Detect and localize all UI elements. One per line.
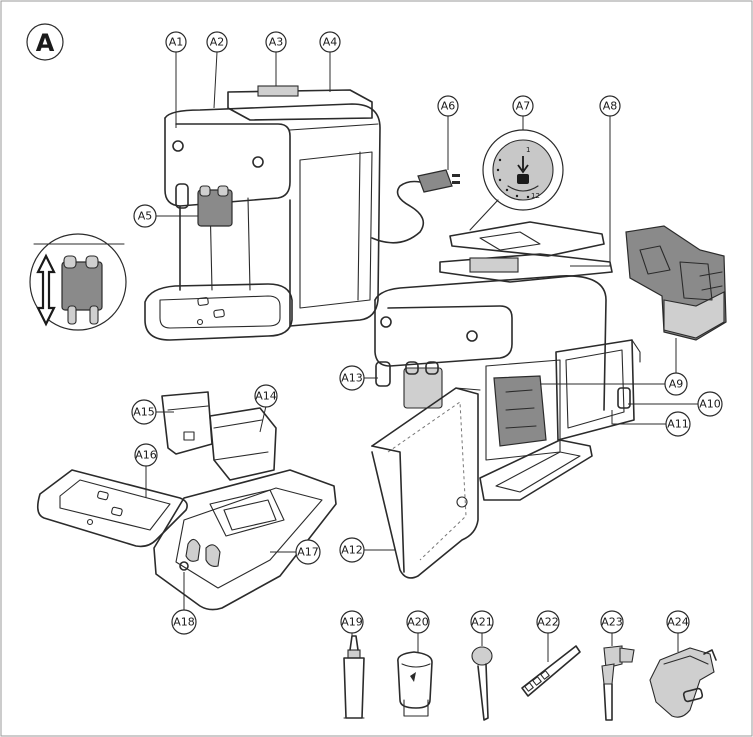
water-filter	[397, 651, 433, 717]
callouts: A1 A2 A3 A4 A5 A6 A7 A8 A9	[131, 31, 723, 662]
label-A17: A17	[297, 546, 319, 559]
lubricant-tube	[343, 635, 365, 719]
label-A7: A7	[516, 100, 531, 113]
label-A24: A24	[667, 616, 689, 629]
label-A12: A12	[341, 544, 363, 557]
figure-letter: A	[36, 29, 55, 57]
label-A11: A11	[667, 418, 689, 431]
brew-group	[625, 225, 727, 341]
knob-mark-bottom: 12	[531, 192, 540, 200]
knob-mark-top: 1	[526, 146, 530, 154]
milk-frother-attachment	[601, 645, 635, 721]
label-A6: A6	[441, 100, 456, 113]
height-adjust-arrow-icon	[36, 253, 56, 327]
label-A19: A19	[341, 616, 363, 629]
label-A4: A4	[323, 36, 338, 49]
outlet-height-detail	[29, 233, 127, 331]
machine-open-view	[371, 221, 641, 579]
label-A20: A20	[407, 616, 429, 629]
label-A8: A8	[603, 100, 618, 113]
drip-tray-exploded	[36, 391, 337, 611]
label-A15: A15	[133, 406, 155, 419]
label-A14: A14	[255, 390, 277, 403]
label-A23: A23	[601, 616, 623, 629]
label-A21: A21	[471, 616, 493, 629]
label-A9: A9	[669, 378, 684, 391]
figure-letter-badge: A	[26, 23, 64, 61]
label-A1: A1	[169, 36, 184, 49]
measuring-scoop	[471, 646, 493, 721]
label-A16: A16	[135, 449, 157, 462]
milk-carafe	[649, 647, 717, 718]
power-cord	[371, 169, 460, 244]
machine-front-view	[144, 85, 381, 341]
grind-setting-knob-detail: 1 12	[482, 129, 564, 211]
label-A2: A2	[210, 36, 225, 49]
label-A10: A10	[699, 398, 721, 411]
label-A13: A13	[341, 372, 363, 385]
label-A18: A18	[173, 616, 195, 629]
label-A3: A3	[269, 36, 284, 49]
label-A22: A22	[537, 616, 559, 629]
water-hardness-test-strip	[521, 645, 581, 697]
label-A5: A5	[138, 210, 153, 223]
